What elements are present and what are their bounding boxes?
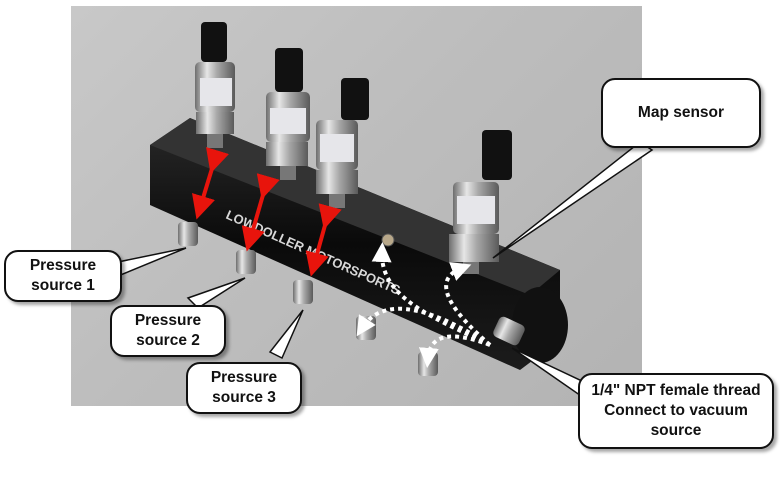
pressure-arrow-1 — [192, 147, 229, 220]
callout-line: Pressure — [134, 312, 202, 329]
pressure-flow-arrows — [192, 147, 342, 277]
vacuum-flow-arrows — [356, 242, 492, 368]
callout-pressure-source-3: Pressure source 3 — [186, 362, 302, 414]
map-sensor — [449, 130, 512, 274]
callout-line: Connect to vacuum — [604, 402, 748, 419]
callout-line: source 1 — [31, 277, 95, 294]
callout-pressure-source-1: Pressure source 1 — [4, 250, 122, 302]
callout-line: source 3 — [212, 389, 276, 406]
pressure-sensor-2 — [266, 48, 310, 180]
callout-line: Pressure — [210, 369, 278, 386]
callout-line: Map sensor — [637, 104, 725, 121]
callout-line: 1/4" NPT female thread — [591, 382, 761, 399]
callout-line: source — [650, 422, 702, 439]
callout-map-sensor: Map sensor — [601, 78, 761, 148]
callout-line: Pressure — [29, 257, 97, 274]
callout-pressure-source-2: Pressure source 2 — [110, 305, 226, 357]
pressure-arrow-2 — [241, 173, 280, 252]
callout-line: source 2 — [136, 332, 200, 349]
callout-leaders — [117, 141, 654, 400]
pressure-sensor-3 — [316, 78, 369, 208]
pressure-arrow-3 — [305, 203, 342, 277]
pressure-sensor-1 — [195, 22, 235, 148]
